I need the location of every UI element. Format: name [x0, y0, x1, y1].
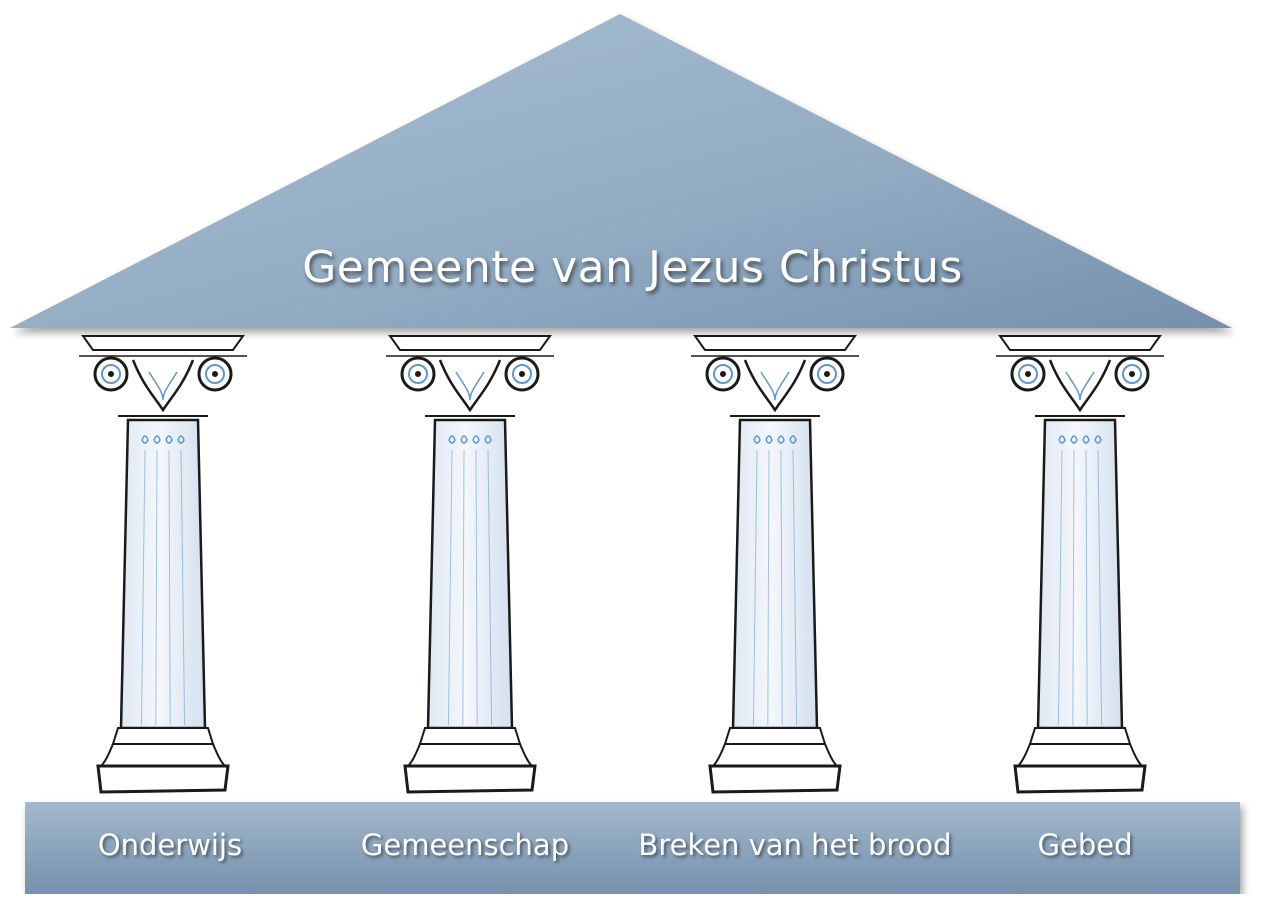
column-capital-plate: [693, 335, 857, 351]
column-capital-plate: [998, 335, 1162, 351]
column-plinth: [1013, 764, 1147, 794]
column-capital-plate: [388, 335, 552, 351]
column-gebed: [996, 335, 1164, 794]
column-onderwijs: [79, 335, 247, 794]
column-plinth: [403, 764, 537, 794]
roof-title: Gemeente van Jezus Christus: [302, 242, 963, 293]
column-plinth: [708, 764, 842, 794]
column-shaft: [731, 418, 819, 730]
capital-leaf-ornament: [1048, 359, 1112, 413]
column-shaft: [119, 418, 207, 730]
pillar-label-breken-van-het-brood: Breken van het brood: [638, 828, 952, 862]
pillar-label-gebed: Gebed: [1037, 828, 1133, 862]
column-gemeenschap: [386, 335, 554, 794]
column-plinth: [96, 764, 230, 794]
column-capital-plate: [81, 335, 245, 351]
capital-leaf-ornament: [131, 359, 195, 413]
column-base-ring: [1028, 727, 1132, 745]
pillar-label-gemeenschap: Gemeenschap: [360, 828, 570, 862]
column-shaft: [1036, 418, 1124, 730]
column-base-ring: [111, 727, 215, 745]
pillar-label-onderwijs: Onderwijs: [97, 828, 243, 862]
capital-leaf-ornament: [438, 359, 502, 413]
column-breken-van-het-brood: [691, 335, 859, 794]
foundation-base: [25, 802, 1240, 894]
column-shaft: [426, 418, 514, 730]
column-base-ring: [723, 727, 827, 745]
capital-leaf-ornament: [743, 359, 807, 413]
columns: [79, 335, 1164, 794]
roof: [10, 14, 1232, 328]
column-base-ring: [418, 727, 522, 745]
